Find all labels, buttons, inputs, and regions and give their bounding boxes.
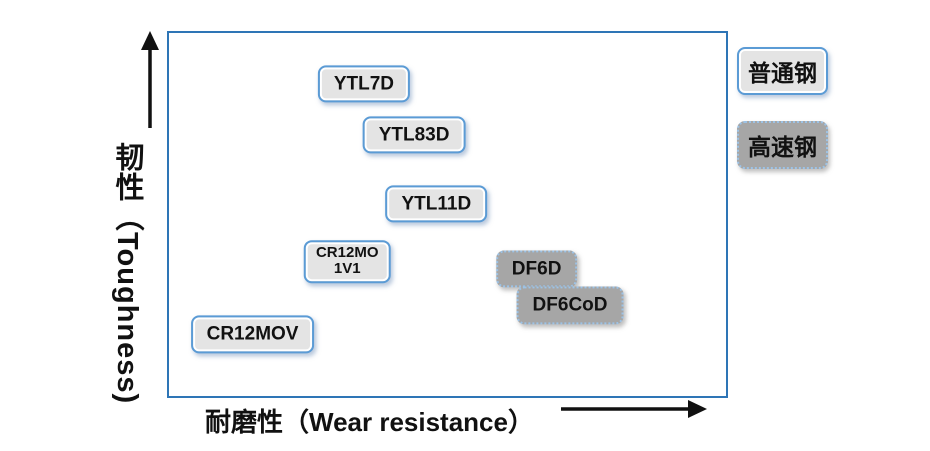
y-axis-label: 韧性（Toughness) — [111, 142, 143, 405]
legend-item-ordinary-steel: 普通钢 — [737, 47, 828, 95]
data-point-df6cod: DF6CoD — [516, 286, 624, 324]
legend-item-high-speed-steel: 高速钢 — [737, 121, 828, 169]
data-point-ytl7d: YTL7D — [317, 65, 411, 103]
data-point-ytl11d: YTL11D — [385, 184, 488, 223]
data-point-ytl83d: YTL83D — [362, 115, 466, 154]
data-point-df6d: DF6D — [495, 250, 578, 288]
x-axis-arrow — [561, 400, 707, 418]
y-axis-arrow — [141, 31, 159, 128]
data-point-cr12mo-1v1: CR12MO 1V1 — [303, 239, 391, 284]
data-point-cr12mov: CR12MOV — [190, 315, 315, 353]
x-axis-label: 耐磨性（Wear resistance） — [205, 407, 534, 437]
